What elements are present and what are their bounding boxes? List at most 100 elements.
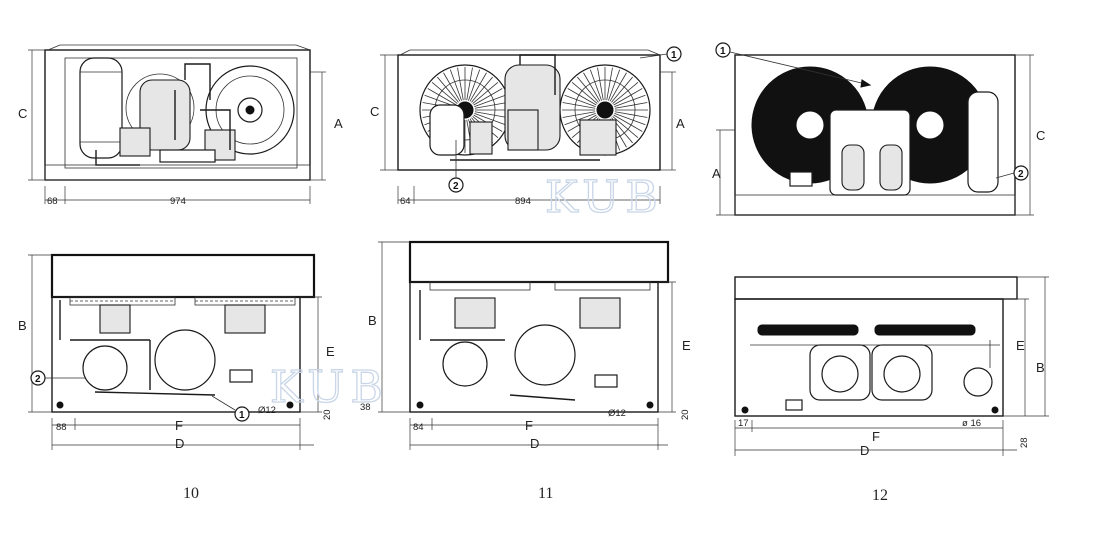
watermark-bottom: KUB	[270, 362, 389, 413]
fig10-plan-compressor	[154, 329, 216, 391]
fan-blade	[474, 102, 508, 109]
fig12-label-a: A	[712, 166, 721, 181]
fig11-label-d: D	[530, 436, 539, 451]
fig11-front-view: C A 64 894 1 2	[370, 46, 685, 207]
fig10-receiver-tank	[79, 57, 123, 159]
fan-blade	[613, 88, 643, 106]
svg-text:1: 1	[671, 50, 677, 61]
fig12-plan-receiver	[963, 367, 993, 397]
fan-blade	[614, 94, 646, 107]
fan-blade	[611, 76, 633, 103]
fig12-plan-base	[734, 298, 1004, 417]
fig11-dim-left-offset: 64	[400, 196, 411, 207]
fan-blade	[437, 76, 459, 103]
fig12-hole-diameter: ø 16	[962, 418, 981, 429]
fig11-dim-bottom-offset: 20	[680, 409, 691, 420]
fan-blade	[562, 111, 596, 118]
fan-blade	[457, 67, 464, 101]
fan-blade	[472, 82, 499, 104]
fig11-label-a: A	[676, 116, 685, 131]
fan-blade	[606, 67, 613, 101]
fan-blade	[474, 94, 506, 107]
fig11-caption: 11	[538, 485, 553, 502]
fig10-label-b: B	[18, 318, 27, 333]
fig11-dim-width: 894	[515, 196, 531, 207]
fig10-plan-top-cover	[50, 253, 316, 299]
fan-blade	[614, 111, 648, 118]
fan-blade	[466, 67, 473, 101]
svg-text:1: 1	[239, 410, 245, 421]
fan-blade	[564, 94, 596, 107]
fig10-dim-left-offset: 68	[47, 196, 58, 207]
fig11-plan-top-cover	[408, 240, 670, 284]
fan-blade	[564, 113, 596, 126]
fan-blade	[614, 113, 646, 126]
fig12-label-d: D	[860, 443, 869, 458]
fan-blade	[597, 67, 604, 101]
fan-blade	[608, 69, 621, 101]
fan-blade	[577, 76, 599, 103]
fig10-plan-receiver	[82, 345, 128, 391]
fan-blade	[471, 76, 493, 103]
fan-blade	[562, 102, 596, 109]
fan-blade	[583, 72, 601, 102]
fig12-front-view: A C 1 2	[712, 42, 1045, 216]
fan-blade	[443, 72, 461, 102]
fig11-label-f: F	[525, 418, 533, 433]
fig12-label-b: B	[1036, 360, 1045, 375]
fig12-plan-top-cover	[734, 276, 1018, 300]
fan-blade	[449, 69, 462, 101]
fig10-caption: 10	[183, 485, 199, 502]
fan-blade	[613, 114, 643, 132]
fig11-dim-side-offset: 38	[360, 402, 371, 413]
fig10-dim-width: 974	[170, 196, 186, 207]
fig10-label-e: E	[326, 344, 335, 359]
fig11-plan-receiver	[442, 341, 488, 387]
fig12-label-e: E	[1016, 338, 1025, 353]
svg-text:2: 2	[1018, 169, 1024, 180]
fan-blade	[469, 72, 487, 102]
fig11-plan-compressor	[514, 324, 576, 386]
fan-blade	[474, 113, 506, 126]
fig10-hole-diameter: Ø12	[258, 405, 276, 416]
fan-blade	[589, 69, 602, 101]
fig10-label-d: D	[175, 436, 184, 451]
fan-blade	[474, 111, 508, 118]
fig10-front-view: C A 68 974	[18, 44, 343, 207]
fig11-label-b: B	[368, 313, 377, 328]
fig11-plan-view: B 38 E 84 F D Ø12 20	[360, 240, 691, 451]
svg-text:1: 1	[720, 46, 726, 57]
fig12-dim-left-offset: 17	[738, 418, 749, 429]
fig12-label-f: F	[872, 429, 880, 444]
watermark-top: KUB	[545, 172, 664, 223]
fig12-receiver-tank	[967, 91, 999, 193]
fan-blade	[612, 116, 639, 138]
fig10-plan-base	[51, 296, 301, 413]
fig11-dim-left-offset: 84	[413, 422, 424, 433]
fan-blade	[567, 88, 597, 106]
fan-blade	[427, 88, 457, 106]
svg-text:2: 2	[35, 374, 41, 385]
fig11-label-e: E	[682, 338, 691, 353]
fig10-dim-bottom-offset: 20	[322, 409, 333, 420]
fan-blade	[473, 88, 503, 106]
fan-blade	[612, 82, 639, 104]
fan-blade	[468, 69, 481, 101]
fig12-callout-1	[715, 42, 731, 58]
fan-blade	[431, 82, 458, 104]
fig11-label-c: C	[370, 104, 379, 119]
fig12-caption: 12	[872, 487, 888, 504]
fan-blade	[571, 82, 598, 104]
fan-blade	[614, 102, 648, 109]
fig10-label-f: F	[175, 418, 183, 433]
fig10-plan-view: B E 88 F D Ø12 20 2 1	[18, 253, 335, 451]
fig10-dim-left-offset: 88	[56, 422, 67, 433]
fig12-label-c: C	[1036, 128, 1045, 143]
fig10-label-a: A	[334, 116, 343, 131]
fig12-dim-bottom-offset: 28	[1019, 437, 1030, 448]
svg-text:2: 2	[453, 181, 459, 192]
fig10-label-c: C	[18, 106, 27, 121]
fig10-callout-1	[234, 406, 250, 422]
fig12-plan-view: E B 17 F D ø 16 28	[734, 276, 1049, 458]
